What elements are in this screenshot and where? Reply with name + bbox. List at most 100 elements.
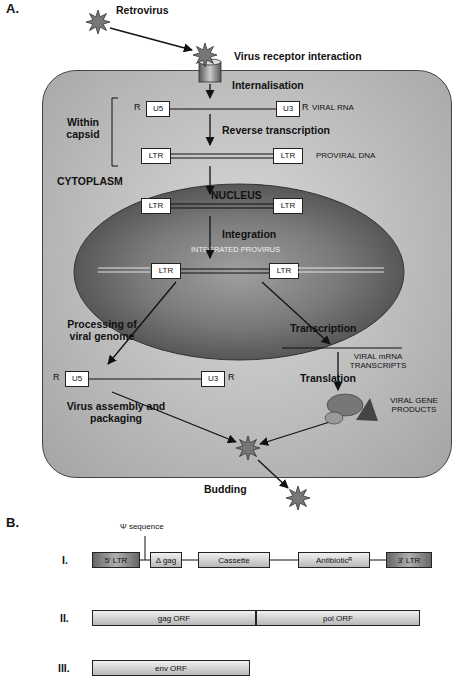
step-label: Budding bbox=[204, 483, 247, 495]
node-text: INTEGRATED PROVIRUS bbox=[191, 245, 280, 254]
node-text: LTR bbox=[149, 152, 164, 160]
rna-region-box: U5 bbox=[65, 371, 89, 387]
flow-arrow bbox=[209, 114, 210, 145]
orf-box: gag ORF bbox=[92, 610, 256, 626]
ltr-box: LTR bbox=[273, 148, 303, 164]
node-text: U5 bbox=[72, 375, 82, 383]
ltr-box: LTR bbox=[141, 148, 171, 164]
ltr-box: LTR bbox=[273, 198, 303, 214]
rna-region-box: U3 bbox=[201, 371, 225, 387]
chromosome-line bbox=[98, 272, 150, 273]
step-label: Internalisation bbox=[232, 79, 304, 91]
rna-region-box: U3 bbox=[276, 101, 300, 117]
construct-number: I. bbox=[62, 554, 68, 566]
vector-element: Δ gag bbox=[150, 552, 182, 568]
rna-line bbox=[170, 109, 276, 110]
rna-line bbox=[370, 560, 386, 561]
flow-arrow bbox=[209, 84, 210, 98]
node-text: 3' LTR bbox=[398, 556, 421, 565]
chromosome-line bbox=[298, 272, 384, 273]
chromosome-line bbox=[298, 268, 384, 269]
node-text: Antibioticᴿ bbox=[316, 556, 352, 565]
connector-strand bbox=[171, 208, 273, 209]
node-text: 5' LTR bbox=[105, 556, 128, 565]
connector-strand bbox=[171, 158, 273, 159]
step-label: Virus assembly and packaging bbox=[64, 400, 168, 424]
rna-end: R bbox=[134, 102, 141, 112]
construct-number: II. bbox=[60, 612, 69, 624]
molecule-label: PROVIRAL DNA bbox=[316, 151, 375, 160]
rna-end: R bbox=[53, 372, 60, 382]
vector-ltr: 3' LTR bbox=[386, 552, 432, 568]
flow-arrow bbox=[337, 352, 338, 390]
flow-arrow bbox=[110, 28, 192, 50]
node-text: LTR bbox=[159, 267, 174, 275]
construct-number: III. bbox=[58, 662, 70, 674]
molecule-label: VIRAL mRNA TRANSCRIPTS bbox=[342, 352, 414, 370]
step-label: Virus receptor interaction bbox=[234, 50, 362, 62]
node-text: Cassette bbox=[218, 556, 250, 565]
ltr-box: LTR bbox=[269, 263, 299, 279]
vector-ltr: 5' LTR bbox=[92, 552, 140, 568]
connector-strand bbox=[370, 560, 386, 561]
step-label: Transcription bbox=[290, 322, 357, 334]
flow-arrow bbox=[209, 166, 210, 194]
vector-element: Cassette bbox=[198, 552, 270, 568]
node-text: LTR bbox=[149, 202, 164, 210]
node-text: CYTOPLASM bbox=[57, 175, 123, 187]
node-text: LTR bbox=[281, 202, 296, 210]
node-text: LTR bbox=[277, 267, 292, 275]
virus-particle bbox=[286, 486, 310, 510]
connector-strand bbox=[170, 109, 276, 110]
rna-line bbox=[89, 379, 201, 380]
connector-strand bbox=[270, 560, 298, 561]
rna-line bbox=[140, 560, 150, 561]
node-text: Δ gag bbox=[156, 556, 176, 565]
node-text: env ORF bbox=[155, 664, 187, 673]
chromosome-line bbox=[98, 268, 150, 269]
flow-arrow bbox=[209, 216, 210, 258]
connector-strand bbox=[181, 269, 269, 270]
panel-letter: B. bbox=[6, 516, 19, 531]
virus-particle bbox=[236, 436, 260, 460]
rna-end: R bbox=[302, 102, 309, 112]
connector-strand bbox=[182, 560, 198, 561]
node-text: NUCLEUS bbox=[211, 189, 262, 201]
molecule-label: VIRAL RNA bbox=[312, 103, 354, 112]
rna-line bbox=[270, 560, 298, 561]
rna-region-box: U5 bbox=[146, 101, 170, 117]
orf-box: pol ORF bbox=[256, 610, 420, 626]
orf-box: env ORF bbox=[92, 660, 250, 676]
vector-element: Antibioticᴿ bbox=[298, 552, 370, 568]
step-label: Processing of viral genome bbox=[56, 318, 148, 342]
molecule-label: VIRAL GENE PRODUCTS bbox=[382, 396, 446, 414]
panel-letter: A. bbox=[6, 2, 19, 17]
connector-strand bbox=[171, 154, 273, 155]
connector-strand bbox=[89, 379, 201, 380]
step-label: Reverse transcription bbox=[222, 124, 330, 136]
step-label: Translation bbox=[300, 372, 356, 384]
psi-marker bbox=[145, 536, 146, 560]
step-label: Integration bbox=[222, 228, 276, 240]
node-text: LTR bbox=[281, 152, 296, 160]
connector-strand bbox=[140, 560, 150, 561]
node-text: U3 bbox=[283, 105, 293, 113]
connector-strand bbox=[181, 273, 269, 274]
rna-end: R bbox=[228, 372, 235, 382]
receptor bbox=[199, 59, 221, 82]
mrna-line bbox=[282, 348, 402, 349]
protein-shape bbox=[325, 412, 343, 424]
ltr-box: LTR bbox=[151, 263, 181, 279]
node-text: U5 bbox=[153, 105, 163, 113]
psi-label: Ψ sequence bbox=[120, 522, 164, 531]
node-text: pol ORF bbox=[323, 614, 353, 623]
virus-particle bbox=[86, 10, 110, 34]
bracket-label: Within capsid bbox=[58, 116, 108, 140]
virus-particle bbox=[193, 43, 217, 67]
virus-label: Retrovirus bbox=[116, 4, 169, 16]
node-text: gag ORF bbox=[158, 614, 190, 623]
connector-strand bbox=[171, 204, 273, 205]
